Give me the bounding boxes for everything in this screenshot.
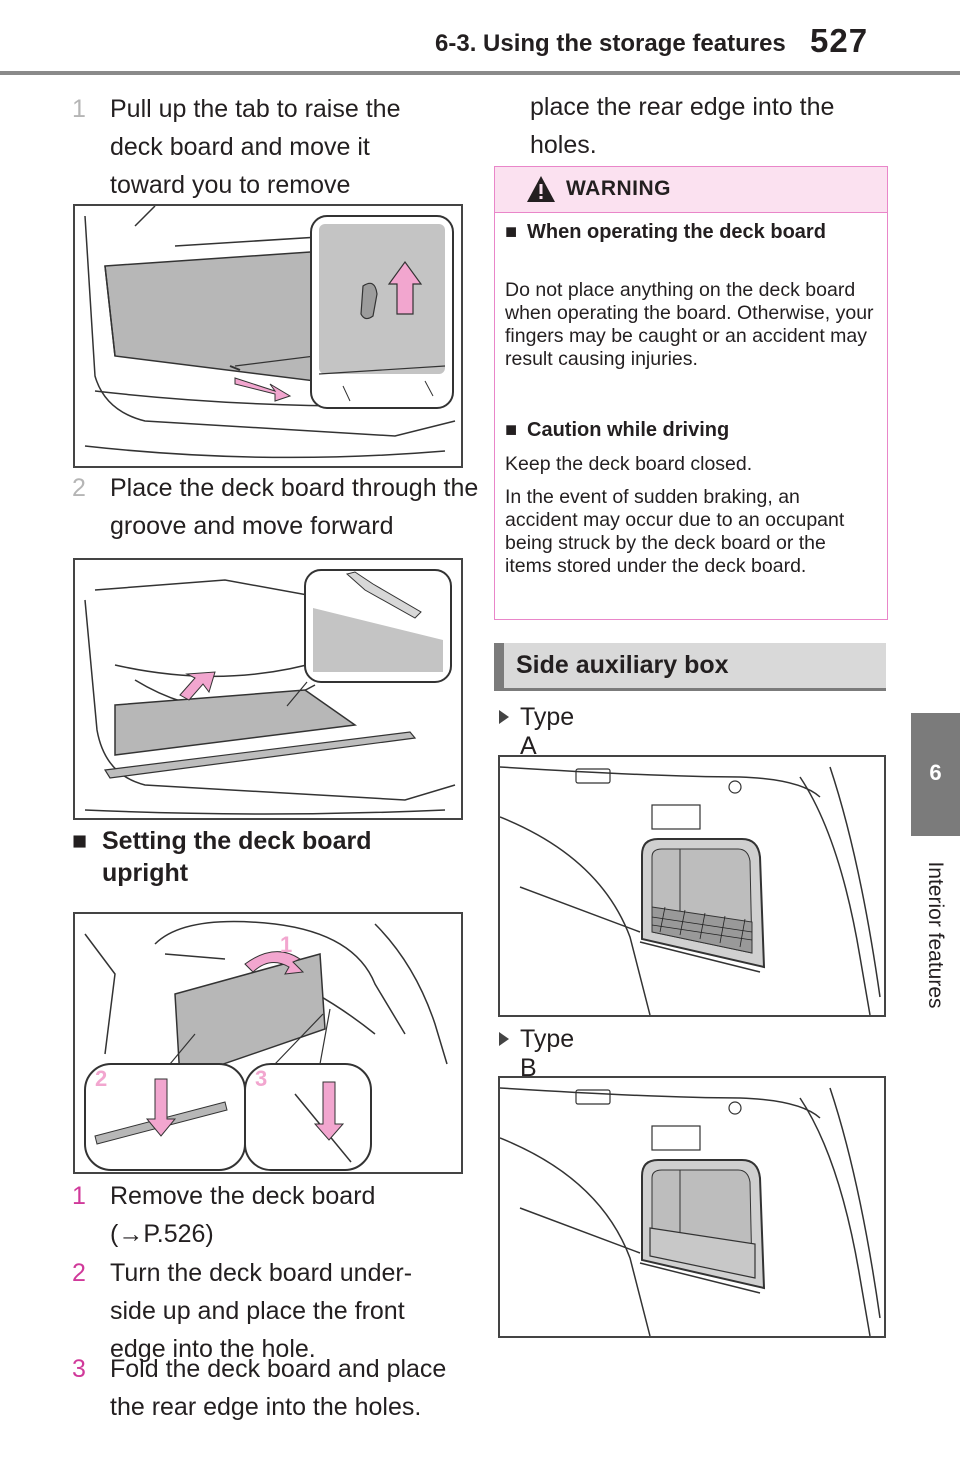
- page-number: 527: [810, 22, 869, 59]
- chapter-label: Interior features: [924, 860, 947, 1009]
- warning-item-text: Keep the deck board closed.: [505, 453, 753, 475]
- figure-remove-deck-board: [73, 204, 463, 468]
- warning-header: WARNING: [495, 167, 887, 213]
- figure-label-2: 2: [95, 1066, 107, 1091]
- chapter-number: 6: [929, 760, 942, 785]
- triangle-bullet-icon: [499, 1032, 509, 1046]
- figure-side-box-type-a: [498, 755, 886, 1017]
- section-title: 6-3. Using the storage features: [435, 30, 786, 57]
- triangle-bullet-icon: [499, 710, 509, 724]
- figure-label-1: 1: [280, 932, 292, 957]
- figure-insert-deck-board: [73, 558, 463, 820]
- warning-icon: [527, 176, 555, 202]
- figure-deck-board-upright: 1 2 3: [73, 912, 463, 1174]
- warning-item-text: Do not place anything on the deck board …: [505, 279, 874, 370]
- warning-item-text: In the event of sudden braking, an accid…: [505, 486, 845, 577]
- header-rule: [0, 71, 960, 75]
- chapter-tab[interactable]: [911, 713, 960, 836]
- step-upright-3-continued: place the rear edge into the holes.: [530, 93, 835, 159]
- figure-label-3: 3: [255, 1066, 267, 1091]
- figure-side-box-type-b: [498, 1076, 886, 1338]
- warning-box: WARNING ■ When operating the deck board …: [494, 166, 888, 620]
- section-heading: Side auxiliary box: [494, 643, 886, 691]
